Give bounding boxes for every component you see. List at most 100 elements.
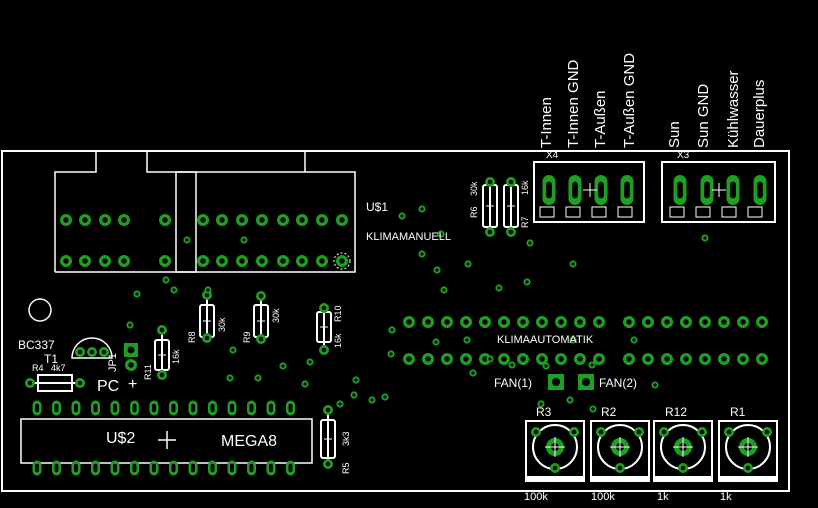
pad-hole bbox=[558, 356, 564, 362]
pad-hole bbox=[288, 403, 293, 413]
r6-name: R6 bbox=[469, 206, 479, 218]
via-hole bbox=[466, 262, 470, 266]
pad-hole bbox=[210, 403, 215, 413]
klimamanuell-module-outline bbox=[54, 152, 356, 273]
pad-hole bbox=[132, 403, 137, 413]
pad-hole bbox=[626, 319, 632, 325]
trimmer-r3-value: 100k bbox=[524, 491, 548, 503]
via-hole bbox=[206, 288, 210, 292]
pad-hole bbox=[598, 429, 604, 435]
via-hole bbox=[435, 268, 439, 272]
x4-pin-3-label: T-Außen bbox=[592, 90, 609, 148]
pad-hole bbox=[680, 465, 686, 471]
via-hole bbox=[568, 398, 572, 402]
pad-hole bbox=[425, 319, 431, 325]
via-hole bbox=[420, 252, 424, 256]
pad-hole bbox=[93, 463, 98, 473]
r6-value: 30k bbox=[469, 181, 479, 196]
pad-hole bbox=[63, 258, 69, 264]
pad-hole bbox=[191, 463, 195, 473]
auto-module-label: KLIMAAUTOMATIK bbox=[497, 334, 594, 346]
x3-pin-1-label: Sun bbox=[666, 121, 683, 148]
pad-hole bbox=[319, 258, 325, 264]
via-hole bbox=[172, 288, 176, 292]
bc337-outline bbox=[71, 337, 113, 359]
pad-hole bbox=[171, 463, 176, 473]
pad-hole bbox=[127, 346, 135, 354]
via-hole bbox=[400, 214, 404, 218]
trimmer-r1-name: R1 bbox=[730, 405, 746, 419]
pad-hole bbox=[159, 372, 165, 378]
transistor-name: T1 bbox=[44, 352, 59, 366]
pad-hole bbox=[204, 292, 210, 298]
via-hole bbox=[370, 398, 374, 402]
pad-hole bbox=[539, 356, 545, 362]
pad-hole bbox=[501, 319, 507, 325]
r8-value: 30k bbox=[217, 317, 227, 332]
pad-hole bbox=[219, 258, 225, 264]
pad-hole bbox=[152, 463, 156, 473]
pad-hole bbox=[577, 319, 583, 325]
manual-module-label: KLIMAMANUELL bbox=[366, 231, 451, 243]
pin1-marker bbox=[333, 252, 351, 270]
via-hole bbox=[242, 238, 246, 242]
pad-hole bbox=[210, 463, 215, 473]
pad-hole bbox=[77, 349, 83, 355]
pad-hole bbox=[321, 347, 327, 353]
via-hole bbox=[591, 407, 595, 411]
pad-hole bbox=[501, 356, 507, 362]
pad-hole bbox=[704, 181, 710, 199]
trimmer-r12-name: R12 bbox=[665, 405, 688, 419]
pad-hole bbox=[745, 465, 751, 471]
connector-x3[interactable] bbox=[661, 161, 776, 223]
pad-hole bbox=[546, 181, 552, 199]
pad-hole bbox=[63, 217, 69, 223]
via-hole bbox=[497, 286, 501, 290]
board-outline bbox=[1, 150, 790, 492]
jumper-pc-label: PC bbox=[97, 378, 120, 395]
pad-hole bbox=[664, 319, 670, 325]
pad-hole bbox=[406, 319, 412, 325]
r9-name: R9 bbox=[242, 331, 252, 343]
r5-name: R5 bbox=[341, 462, 351, 474]
pad-hole bbox=[93, 403, 98, 413]
trimmer-r2-name: R2 bbox=[601, 405, 617, 419]
x3-pin-4-label: Dauerplus bbox=[751, 79, 768, 148]
pad-hole bbox=[487, 179, 493, 185]
pad-hole bbox=[636, 429, 642, 435]
pad-hole bbox=[113, 463, 117, 473]
r9-value: 30k bbox=[271, 308, 281, 323]
pad-hole bbox=[121, 217, 127, 223]
pad-hole bbox=[444, 319, 450, 325]
pad-hole bbox=[645, 319, 651, 325]
via-hole bbox=[389, 352, 393, 356]
via-hole bbox=[420, 207, 424, 211]
pad-hole bbox=[730, 181, 736, 199]
r7-name: R7 bbox=[520, 216, 530, 228]
pad-hole bbox=[487, 229, 493, 235]
pad-hole bbox=[726, 429, 732, 435]
pad-hole bbox=[539, 319, 545, 325]
pad-hole bbox=[200, 217, 206, 223]
connector-x4[interactable] bbox=[533, 161, 645, 223]
via-hole bbox=[571, 262, 575, 266]
via-hole bbox=[352, 393, 356, 397]
x4-pin-4-label: T-Außen GND bbox=[621, 52, 638, 148]
pad-hole bbox=[288, 463, 293, 473]
pad-hole bbox=[82, 258, 88, 264]
pad-hole bbox=[269, 463, 273, 473]
pad-hole bbox=[35, 403, 39, 413]
pad-hole bbox=[463, 356, 469, 362]
pad-hole bbox=[702, 356, 708, 362]
via-hole bbox=[653, 383, 657, 387]
pad-hole bbox=[162, 217, 168, 223]
pad-hole bbox=[508, 179, 514, 185]
pad-hole bbox=[533, 429, 539, 435]
via-hole bbox=[488, 357, 492, 361]
trimmer-r3-name: R3 bbox=[536, 405, 552, 419]
r8-name: R8 bbox=[187, 331, 197, 343]
via-hole bbox=[528, 241, 532, 245]
pad-hole bbox=[664, 356, 670, 362]
via-hole bbox=[510, 363, 514, 367]
pad-hole bbox=[269, 403, 273, 413]
